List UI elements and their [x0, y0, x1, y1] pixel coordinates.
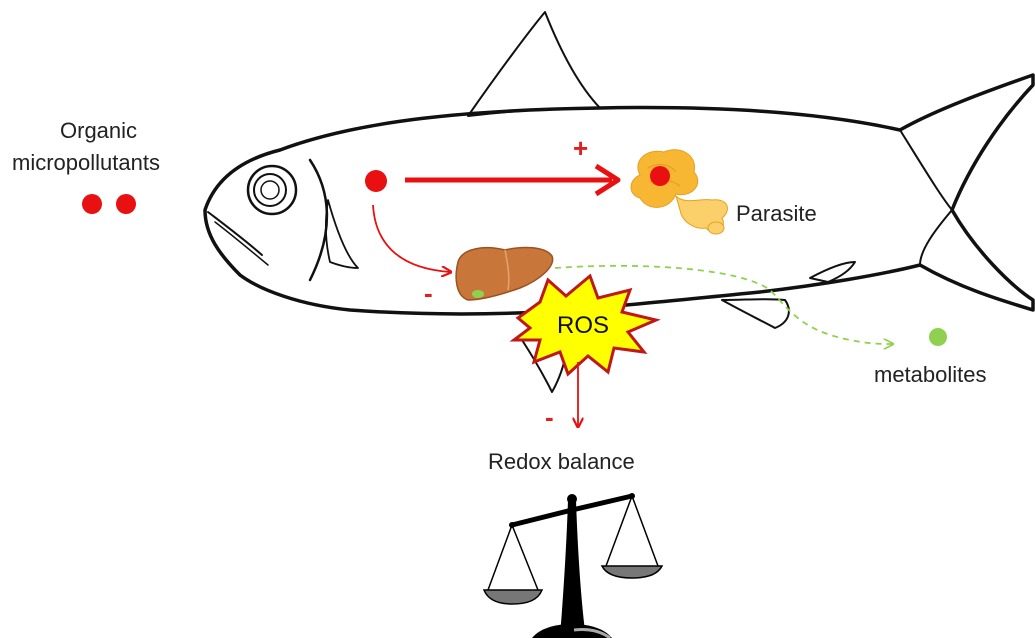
arrow-to-liver — [373, 205, 450, 272]
parasite-label: Parasite — [736, 201, 817, 227]
liver-icon — [456, 248, 552, 300]
pollutant-label-line2: micropollutants — [12, 150, 160, 176]
pollutant-dot-internal — [365, 170, 387, 192]
parasite-worm-icon — [631, 150, 727, 234]
redox-effect-sign: - — [545, 404, 554, 430]
liver-effect-sign: - — [424, 280, 433, 306]
redox-balance-label: Redox balance — [488, 449, 635, 475]
balance-scale-icon — [484, 493, 662, 638]
pollutant-label-line1: Organic — [60, 118, 137, 144]
metabolite-dot — [929, 328, 947, 346]
parasite-effect-sign: + — [573, 135, 588, 161]
pollutant-dot — [116, 194, 136, 214]
pollutant-dot — [82, 194, 102, 214]
ros-label: ROS — [557, 312, 609, 339]
metabolites-label: metabolites — [874, 362, 987, 388]
